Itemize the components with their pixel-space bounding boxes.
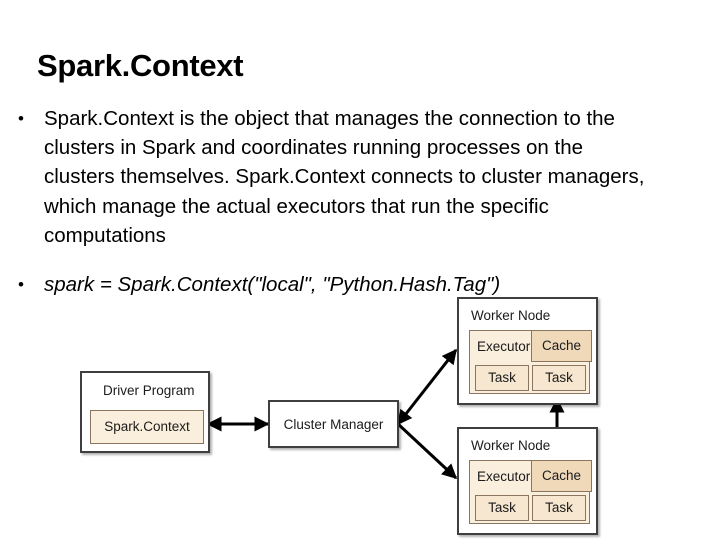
list-item: • spark = Spark.Context("local", "Python… xyxy=(18,270,648,299)
spark-context-label: Spark.Context xyxy=(104,419,190,434)
worker-node-label: Worker Node xyxy=(471,308,551,323)
task-box: Task xyxy=(532,495,586,521)
page-title: Spark.Context xyxy=(37,48,244,83)
worker-node-box: Worker Node Executor Cache Task Task xyxy=(457,297,598,405)
arrow-cluster-manager-to-worker-node-1 xyxy=(396,348,458,426)
cluster-manager-box: Cluster Manager xyxy=(268,400,399,448)
bullet-list: • Spark.Context is the object that manag… xyxy=(18,104,648,299)
task-box: Task xyxy=(475,365,529,391)
worker-node-box: Worker Node Executor Cache Task Task xyxy=(457,427,598,535)
driver-program-box: Driver Program Spark.Context xyxy=(80,371,210,453)
task-label: Task xyxy=(488,500,516,515)
task-box: Task xyxy=(475,495,529,521)
cache-label: Cache xyxy=(541,468,582,483)
spark-context-box: Spark.Context xyxy=(90,410,204,444)
executor-box: Executor Cache Task Task xyxy=(469,460,592,524)
task-box: Task xyxy=(532,365,586,391)
list-item-text: Spark.Context is the object that manages… xyxy=(44,107,645,247)
task-label: Task xyxy=(488,370,516,385)
executor-box: Executor Cache Task Task xyxy=(469,330,592,394)
executor-label: Executor xyxy=(477,469,531,484)
cache-box: Cache xyxy=(531,460,592,492)
driver-program-label: Driver Program xyxy=(103,383,195,398)
worker-node-label: Worker Node xyxy=(471,438,551,453)
task-label: Task xyxy=(545,370,573,385)
cache-label: Cache xyxy=(541,338,582,353)
bullet-icon: • xyxy=(18,275,24,295)
list-item: • Spark.Context is the object that manag… xyxy=(18,104,648,250)
task-label: Task xyxy=(545,500,573,515)
cluster-manager-label: Cluster Manager xyxy=(283,417,384,432)
cache-box: Cache xyxy=(531,330,592,362)
bullet-icon: • xyxy=(18,109,24,128)
arrow-cluster-manager-to-worker-node-2 xyxy=(396,422,458,480)
executor-label: Executor xyxy=(477,339,531,354)
list-item-code-text: spark = Spark.Context("local", "Python.H… xyxy=(44,273,501,297)
